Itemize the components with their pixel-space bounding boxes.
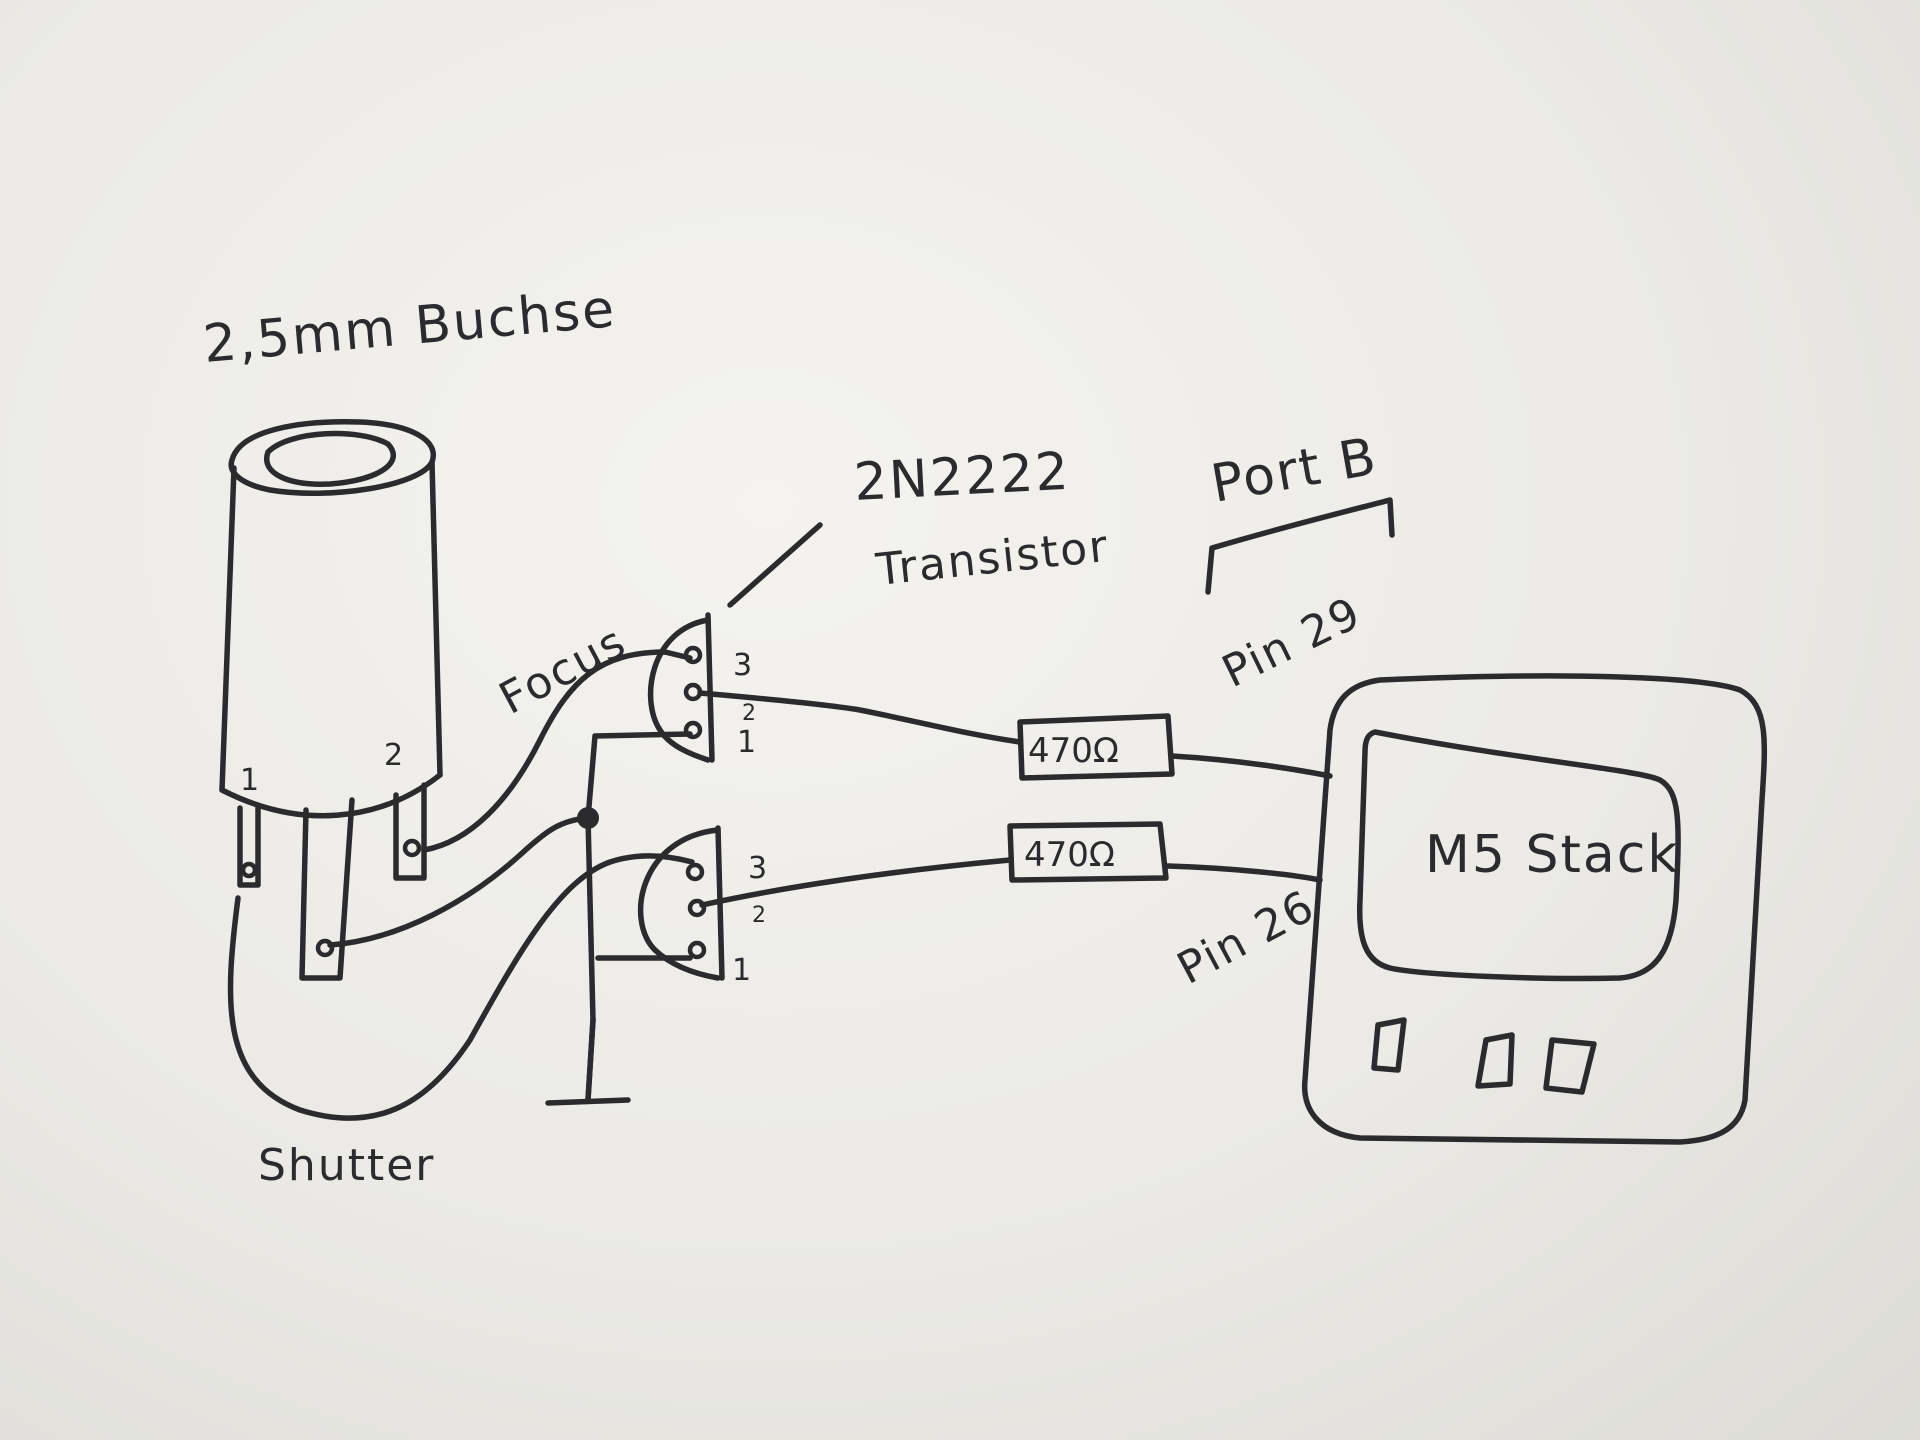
jack-pin-1-label: 1 — [240, 763, 261, 798]
resistor-bottom — [1007, 821, 1169, 883]
transistor-shutter-pin-2: 2 — [752, 903, 768, 928]
transistor-pointer — [727, 522, 823, 608]
transistor-word-label: Transistor — [873, 521, 1112, 596]
transistor-model-label: 2N2222 — [853, 442, 1072, 513]
transistor-focus — [647, 612, 715, 763]
m5stack-device — [1301, 673, 1768, 1145]
m5stack-label: M5 Stack — [1425, 825, 1679, 885]
common-wire — [327, 815, 591, 948]
transistor-focus-pin-3: 3 — [733, 648, 754, 683]
port-label: Port B — [1207, 427, 1382, 515]
port-bracket — [1205, 497, 1395, 595]
wire-resistor-top-device — [1169, 753, 1333, 779]
resistor-top — [1017, 713, 1175, 781]
transistor-shutter-pin-1: 1 — [732, 953, 753, 988]
wire-base-shutter — [699, 857, 1013, 908]
transistor-focus-pin-1: 1 — [737, 725, 758, 760]
transistor-focus-pin-2: 2 — [742, 701, 758, 726]
ground-symbol — [545, 731, 693, 1106]
transistor-shutter-pin-3: 3 — [748, 851, 769, 886]
focus-wire — [421, 649, 693, 853]
m5stack-screen — [1356, 729, 1681, 982]
jack-connector — [219, 419, 695, 1121]
m5stack-button-b — [1475, 1032, 1515, 1089]
resistor-top-label: 470Ω — [1028, 731, 1119, 771]
focus-label: Focus — [491, 616, 635, 725]
wire-base-focus — [697, 690, 1023, 745]
shutter-label: Shutter — [258, 1140, 435, 1191]
jack-label: 2,5mm Buchse — [201, 279, 618, 375]
jack-pin-2-label: 2 — [384, 738, 405, 773]
junction-dot — [577, 807, 599, 829]
resistor-bottom-label: 470Ω — [1024, 835, 1115, 875]
m5stack-button-a — [1371, 1017, 1407, 1073]
wire-resistor-bottom-device — [1165, 863, 1323, 883]
pin-bottom-label: Pin 26 — [1169, 880, 1323, 994]
pin-top-label: Pin 29 — [1214, 587, 1369, 698]
m5stack-button-c — [1543, 1037, 1597, 1095]
